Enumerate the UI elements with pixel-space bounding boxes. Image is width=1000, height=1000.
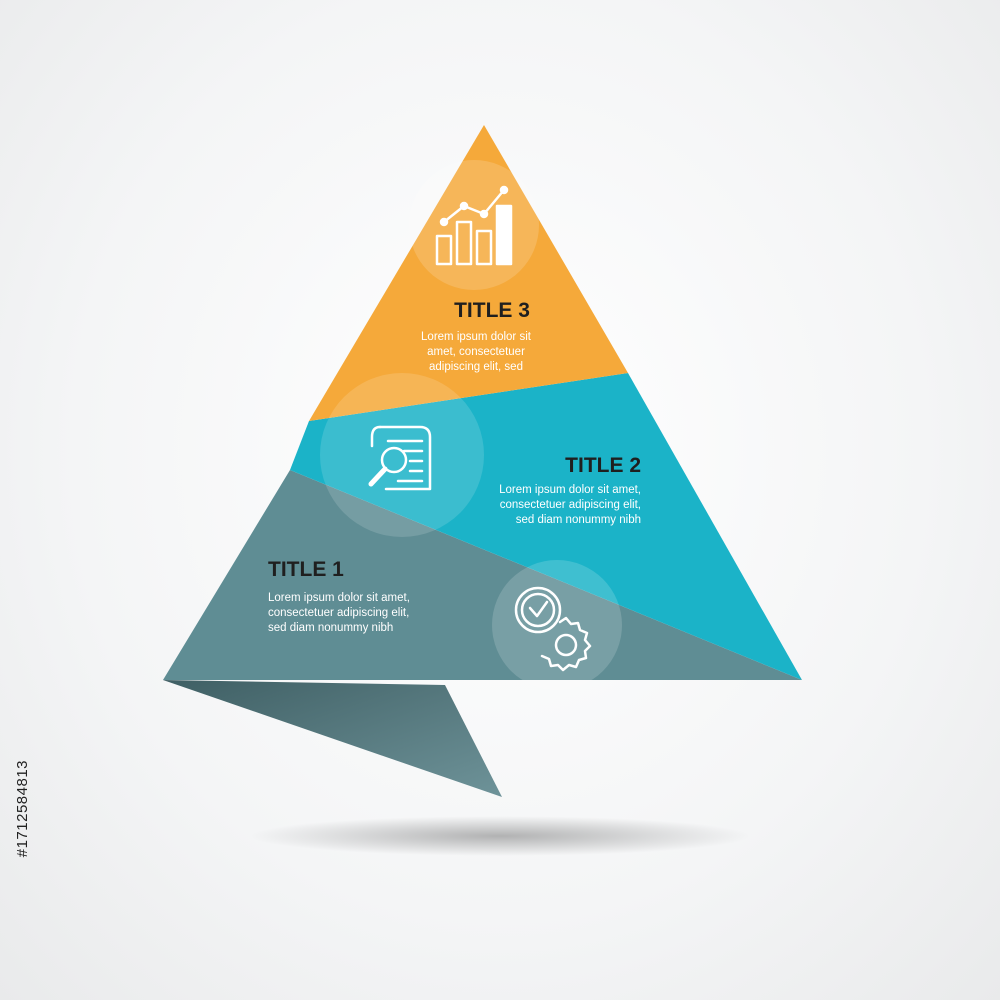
segment-3-line-1: Lorem ipsum dolor sit (421, 331, 532, 343)
segment-1-shape (163, 470, 802, 680)
segment-2-title: TITLE 2 (565, 454, 641, 477)
segment-3-shape (309, 125, 628, 421)
segment-1-line-3: sed diam nonummy nibh (268, 622, 393, 634)
fold-tail (163, 680, 502, 797)
segment-2-line-3: sed diam nonummy nibh (516, 514, 641, 526)
stock-image-id: #1712584813 (14, 760, 31, 858)
segment-1-line-2: consectetuer adipiscing elit, (268, 607, 409, 619)
segment-3-title: TITLE 3 (454, 299, 530, 322)
gear-check-icon (514, 586, 592, 672)
bar-chart-icon (435, 185, 513, 266)
icon-highlight-2 (320, 373, 484, 537)
segment-2-line-2: consectetuer adipiscing elit, (500, 499, 641, 511)
segment-1-line-1: Lorem ipsum dolor sit amet, (268, 592, 410, 604)
segment-1-title: TITLE 1 (268, 558, 344, 581)
ground-shadow (250, 816, 750, 856)
icon-highlight-1 (492, 560, 622, 690)
segment-2-line-1: Lorem ipsum dolor sit amet, (499, 484, 641, 496)
icon-highlight-3 (409, 160, 539, 290)
document-search-icon (368, 425, 432, 491)
segment-3-line-2: amet, consectetuer (427, 346, 525, 358)
segment-3-line-3: adipiscing elit, sed (429, 361, 523, 373)
